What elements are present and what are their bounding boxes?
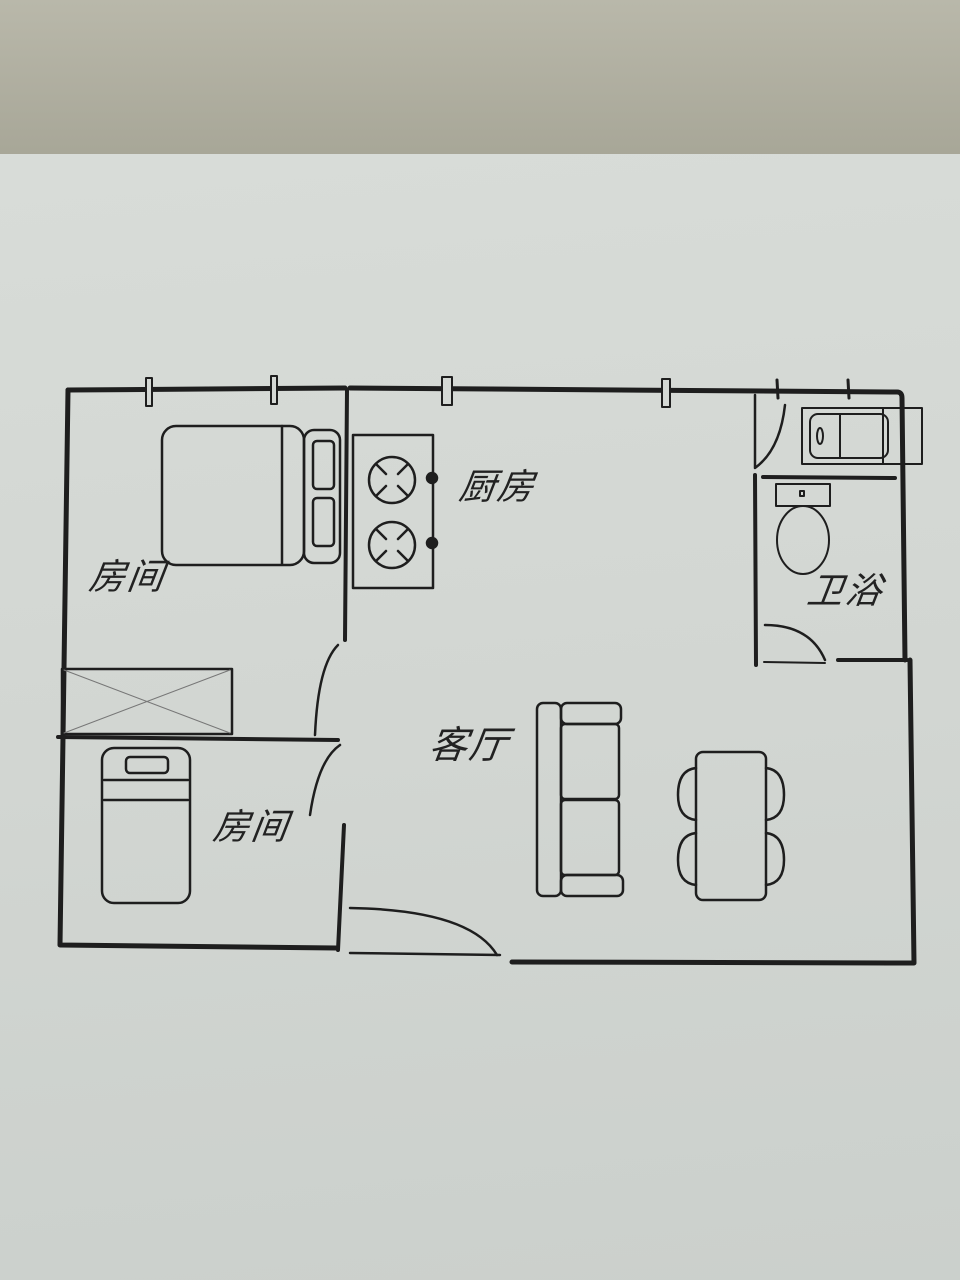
bathtub <box>801 407 923 465</box>
windows <box>145 375 851 408</box>
desk-backdrop <box>0 0 960 160</box>
dining-table <box>676 750 786 902</box>
walls <box>56 385 917 966</box>
wardrobe <box>60 667 234 736</box>
doors <box>308 393 827 957</box>
stove <box>351 433 439 590</box>
toilet <box>775 483 831 575</box>
living-room-label: 客厅 <box>426 723 513 767</box>
double-bed <box>160 424 342 567</box>
paper-sheet <box>0 154 960 1280</box>
sofa <box>535 701 625 898</box>
bedroom-1-label: 房间 <box>86 557 169 598</box>
bathroom-label: 卫浴 <box>804 571 887 612</box>
single-bed <box>100 746 192 905</box>
kitchen-label: 厨房 <box>456 467 539 508</box>
bedroom-2-label: 房间 <box>210 807 293 848</box>
